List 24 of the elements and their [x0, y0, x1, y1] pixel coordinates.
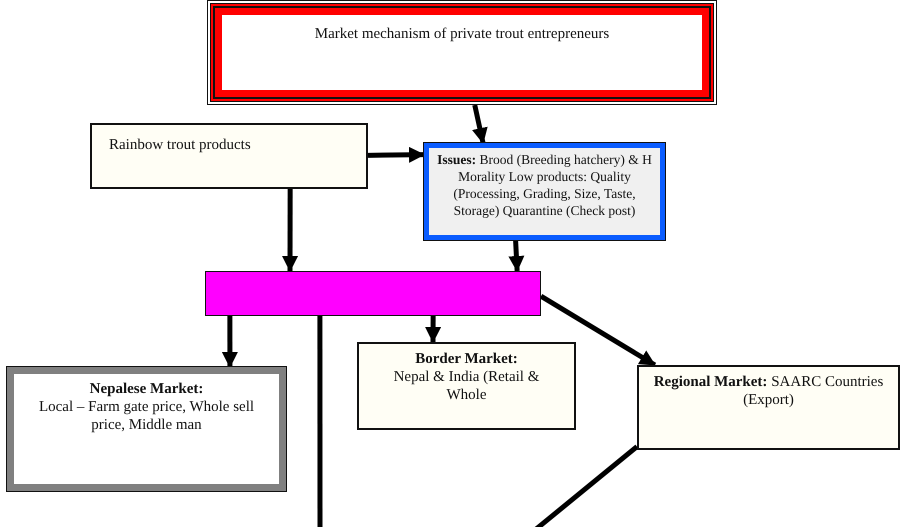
body-text: Nepal & India (Retail & Whole — [392, 368, 540, 404]
arrow — [282, 189, 298, 272]
arrow — [368, 146, 425, 163]
body-text: Market mechanism of private trout entrepreneurs — [314, 26, 610, 43]
title-box — [207, 0, 717, 105]
arrow — [508, 240, 524, 272]
market-box — [357, 342, 576, 430]
arrow — [222, 316, 238, 368]
connector-line — [317, 316, 322, 527]
hub-bar — [205, 271, 541, 316]
issues-box — [424, 143, 665, 240]
market-box — [637, 365, 900, 450]
arrow — [472, 104, 488, 144]
arrow — [425, 316, 442, 343]
body-text: Regional Market: SAARC Countries (Export) — [653, 373, 884, 409]
connector-line — [533, 444, 639, 527]
market-box — [7, 367, 286, 491]
body-text: Issues: Brood (Breeding hatchery) & H Morality Low products: Quality (Processing, Grading, Size, Taste, Storage) Quarantine (Check post) — [436, 152, 653, 220]
arrow — [540, 294, 656, 368]
heading-text: Nepalese Market: — [90, 380, 204, 398]
body-text: Rainbow trout products — [109, 137, 251, 154]
body-text: Local – Farm gate price, Whole sell price, Middle man — [38, 398, 256, 434]
source-box — [90, 123, 368, 189]
heading-text: Border Market: — [415, 350, 518, 368]
